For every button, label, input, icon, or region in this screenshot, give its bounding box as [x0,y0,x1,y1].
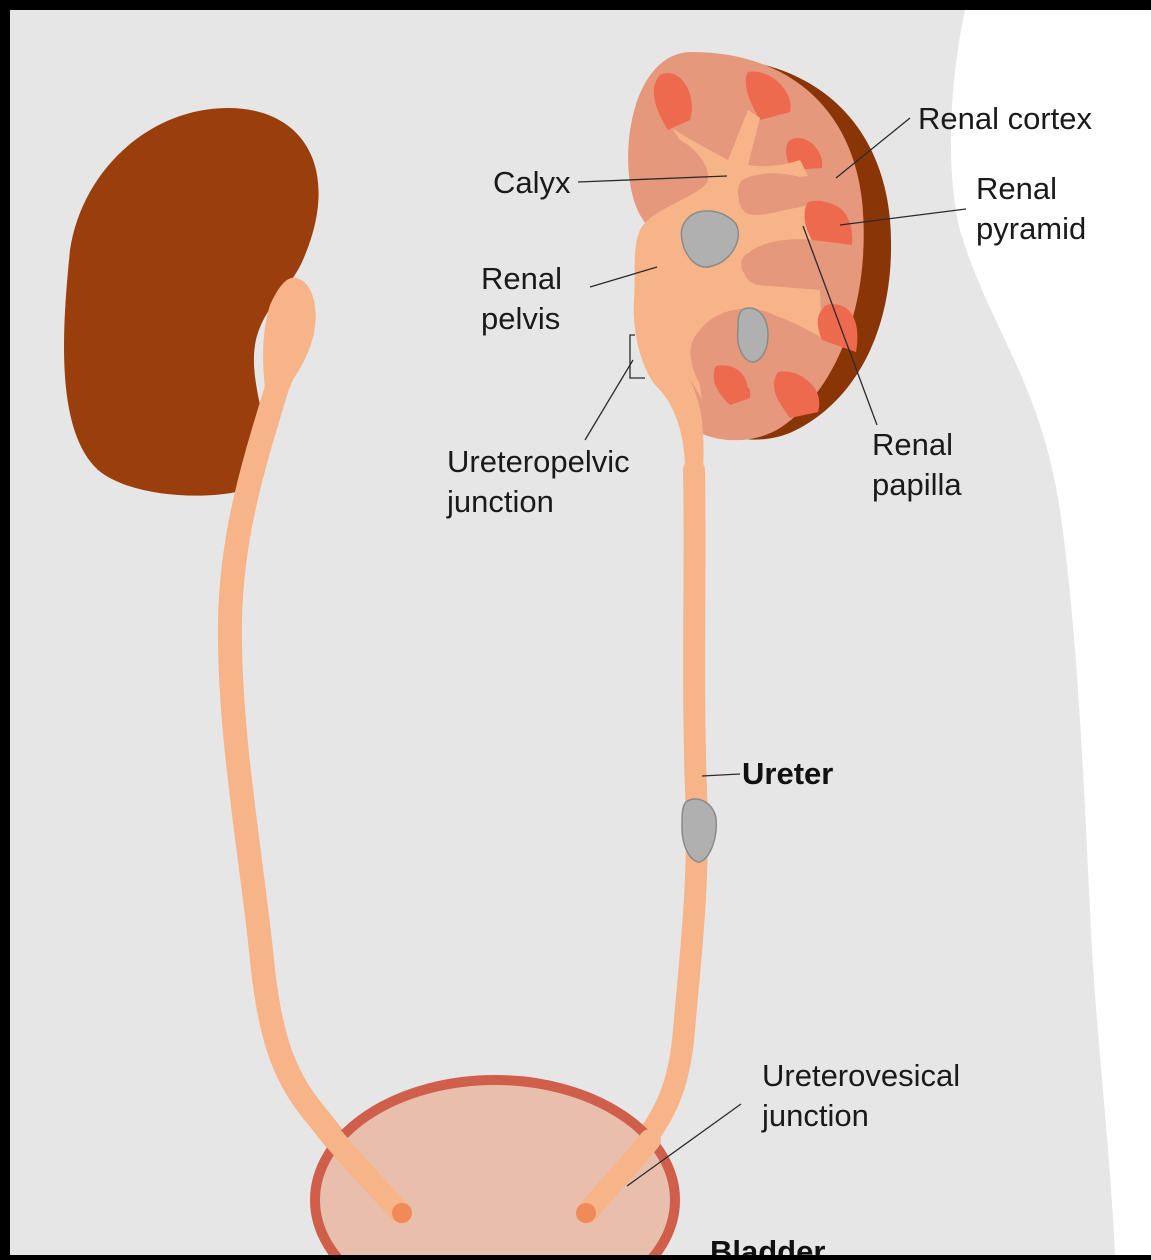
frame-left [0,0,10,1255]
label-renal-pyramid-line1: Renal [976,171,1057,206]
label-ureter: Ureter [742,756,833,791]
left-ureteral-orifice [392,1203,412,1223]
cortex-column [738,173,810,212]
right-ureteral-orifice [576,1203,596,1223]
label-renal-cortex: Renal cortex [918,101,1093,136]
label-calyx: Calyx [493,165,571,200]
label-renal-papilla-line2: papilla [872,467,962,502]
label-uvj-line1: Ureterovesical [762,1058,960,1093]
label-bladder: Bladder [710,1234,825,1255]
label-renal-pelvis-line1: Renal [481,261,562,296]
stone-icon [738,308,768,362]
label-upj-line2: junction [446,484,554,519]
label-uvj-line2: junction [761,1098,869,1133]
label-upj-line1: Ureteropelvic [447,444,630,479]
frame-top [0,0,1151,10]
label-renal-pyramid-line2: pyramid [976,211,1086,246]
label-renal-pelvis-line2: pelvis [481,301,560,336]
label-renal-papilla-line1: Renal [872,427,953,462]
